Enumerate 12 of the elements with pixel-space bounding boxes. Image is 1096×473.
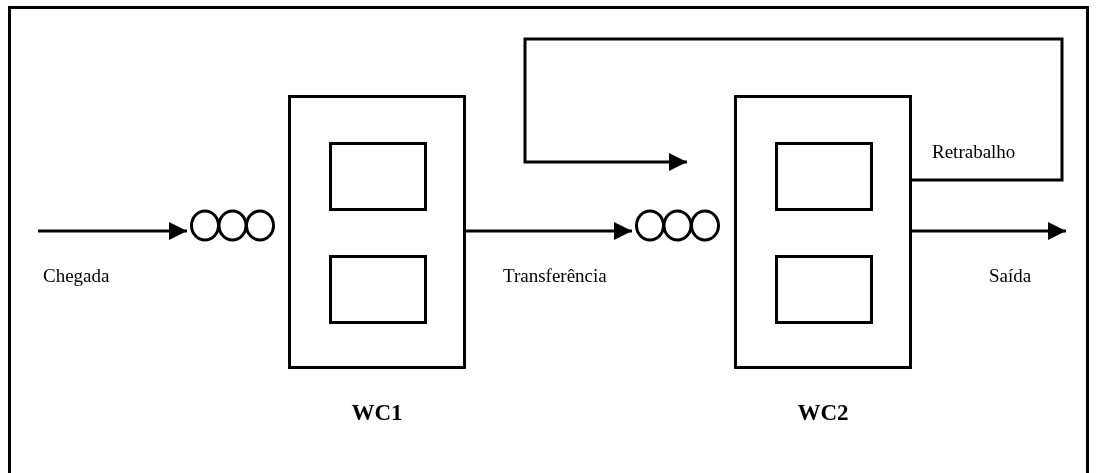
arrow	[523, 37, 1064, 182]
queue-circles	[190, 209, 275, 242]
arrow	[466, 222, 632, 240]
station-label: WC2	[796, 400, 850, 426]
queue-circles	[635, 209, 720, 242]
station-label: WC1	[350, 400, 404, 426]
machine-box	[329, 255, 427, 324]
arrow	[912, 222, 1066, 240]
machine-box	[775, 142, 873, 211]
arrow	[38, 222, 187, 240]
machine-box	[775, 255, 873, 324]
machine-box	[329, 142, 427, 211]
